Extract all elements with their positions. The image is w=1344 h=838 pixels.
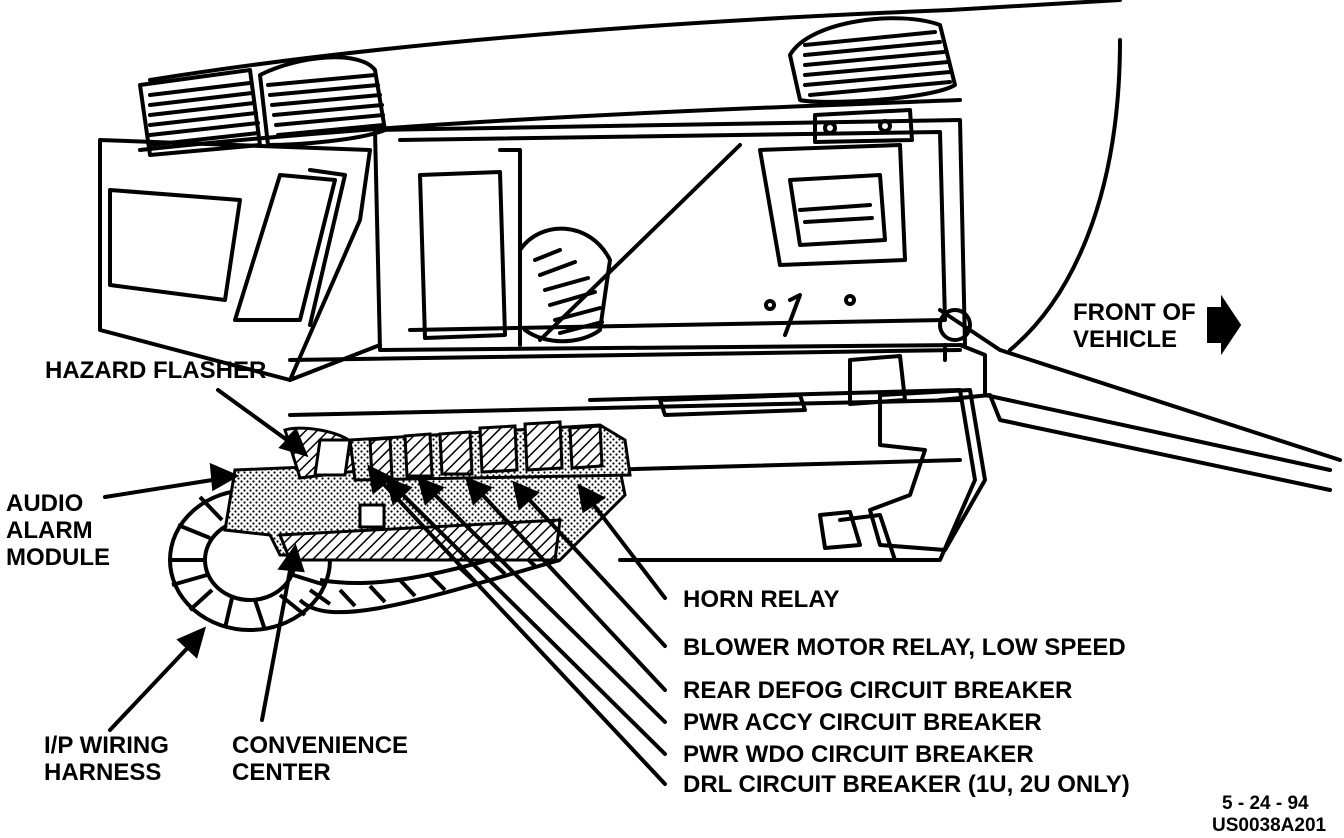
front-of-vehicle-label: FRONT OF VEHICLE	[1073, 299, 1196, 353]
pwr-accy-arrowhead	[417, 476, 445, 506]
hazard-flasher-leader	[216, 388, 300, 450]
rear-defog-leader	[476, 488, 667, 692]
horn-relay-arrowhead	[577, 483, 606, 514]
ip-harness-leader	[108, 638, 197, 732]
figure-code: US0038A201	[1212, 815, 1327, 836]
convenience-center-arrowhead	[277, 543, 305, 573]
blower-motor-relay-label: BLOWER MOTOR RELAY, LOW SPEED	[683, 634, 1126, 661]
pwr-wdo-leader	[396, 488, 667, 756]
center-frame	[373, 118, 967, 352]
ip-harness-arrowhead	[176, 626, 207, 659]
hazard-flasher-label: HAZARD FLASHER	[45, 357, 267, 384]
left-vent-2	[258, 55, 387, 147]
convenience-center-label: CONVENIENCE CENTER	[232, 732, 409, 786]
audio-alarm-arrowhead	[209, 462, 240, 492]
rear-defog-arrowhead	[465, 476, 493, 506]
rear-defog-breaker-label: REAR DEFOG CIRCUIT BREAKER	[683, 677, 1073, 704]
front-arrow-icon	[1207, 294, 1242, 356]
audio-alarm-leader	[103, 476, 227, 499]
horn-relay-leader	[588, 498, 667, 600]
dash-top-edge	[148, 0, 1122, 82]
audio-alarm-module-label: AUDIO ALARM MODULE	[6, 490, 110, 571]
blower-relay-arrowhead	[512, 480, 540, 511]
hazard-flasher-arrowhead	[278, 428, 309, 458]
pwr-wdo-breaker-label: PWR WDO CIRCUIT BREAKER	[683, 741, 1034, 768]
right-vent	[788, 16, 957, 104]
drl-breaker-label: DRL CIRCUIT BREAKER (1U, 2U ONLY)	[683, 771, 1130, 798]
horn-relay-label: HORN RELAY	[683, 586, 840, 613]
date-code: 5 - 24 - 94	[1222, 793, 1309, 814]
blower-relay-leader	[523, 493, 667, 648]
ip-wiring-harness-label: I/P WIRING HARNESS	[44, 732, 169, 786]
pwr-accy-breaker-label: PWR ACCY CIRCUIT BREAKER	[683, 709, 1042, 736]
lower-bracket	[588, 388, 977, 562]
left-panel	[98, 138, 372, 382]
drl-arrowhead	[367, 464, 394, 495]
convenience-center-leader	[260, 558, 294, 722]
duct-coil	[518, 226, 612, 344]
pwr-accy-leader	[428, 488, 667, 724]
drl-leader	[376, 476, 667, 786]
